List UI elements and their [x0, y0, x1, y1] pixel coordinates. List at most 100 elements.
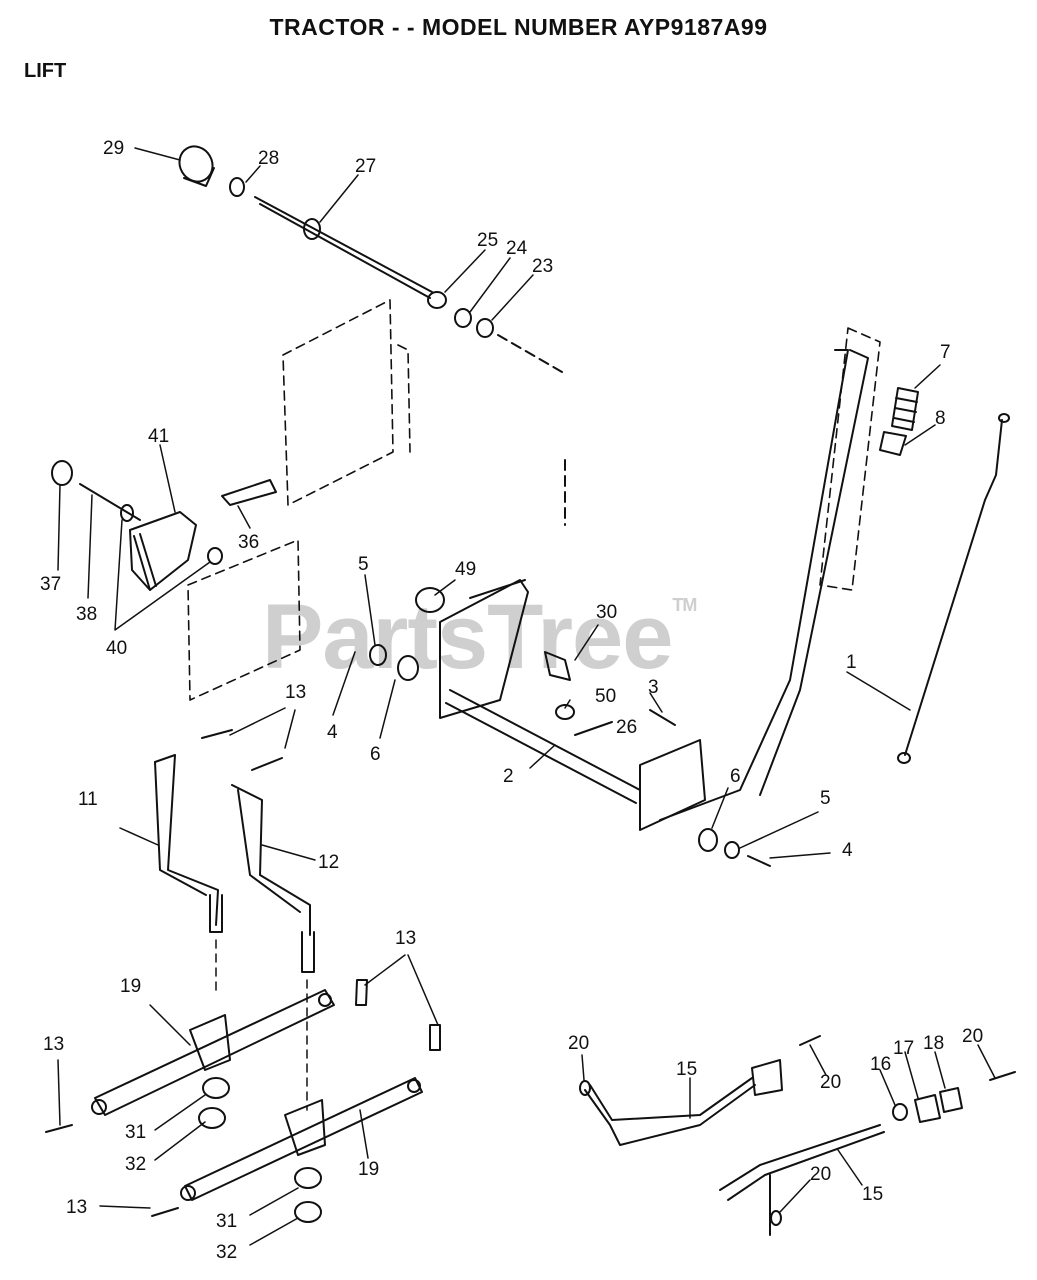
block-part-18 [939, 1087, 963, 1113]
callout: 41 [148, 426, 169, 447]
pin-part-13f [151, 1207, 179, 1217]
cross-shaft-part-2 [445, 689, 641, 804]
section-label: LIFT [24, 60, 67, 82]
frame-panel [187, 299, 411, 701]
callout: 15 [862, 1184, 883, 1205]
pin-part-20b [799, 1035, 821, 1046]
callout: 32 [125, 1154, 146, 1175]
callout: 19 [120, 976, 141, 997]
callout: 31 [125, 1122, 146, 1143]
callout: 20 [810, 1164, 831, 1185]
lift-link-part-12 [231, 784, 315, 973]
bolt-part-38 [79, 483, 141, 521]
diagram-title: TRACTOR - - MODEL NUMBER AYP9187A99 [269, 14, 768, 40]
bushing-part-6b [698, 828, 718, 852]
handle-grip-outline [819, 327, 881, 591]
callout: 6 [730, 766, 741, 787]
washer-part-16 [892, 1103, 908, 1121]
callout: 2 [503, 766, 514, 787]
bushing-part-30 [544, 651, 571, 681]
pin-part-13d [429, 1024, 441, 1051]
pivot-plate-part-41 [129, 511, 197, 591]
bushing-part-5 [369, 644, 387, 666]
callout: 29 [103, 138, 124, 159]
watermark: PartsTreeTM [262, 586, 697, 688]
washer-part-24 [454, 308, 472, 328]
bushing-part-6 [397, 655, 419, 681]
bushing-part-31b [294, 1167, 322, 1189]
callout: 38 [76, 604, 97, 625]
callout-leaders [57, 147, 996, 1246]
callout: 4 [842, 840, 853, 861]
leader-dashed [497, 334, 563, 373]
callout: 6 [370, 744, 381, 765]
link-rod-part-15-left [584, 1059, 783, 1146]
callout: 26 [616, 717, 637, 738]
callout: 13 [66, 1197, 87, 1218]
callout: 13 [43, 1034, 64, 1055]
callout: 20 [568, 1033, 589, 1054]
washer-part-50 [555, 704, 575, 720]
callout: 5 [358, 554, 369, 575]
knob-part-37 [51, 460, 73, 486]
callout: 13 [285, 682, 306, 703]
pin-part-20a [579, 1080, 591, 1096]
lift-handle [639, 349, 869, 831]
callout: 27 [355, 156, 376, 177]
lift-link-part-11 [154, 754, 223, 933]
callout: 15 [676, 1059, 697, 1080]
callout: 20 [820, 1072, 841, 1093]
callout: 8 [935, 408, 946, 429]
spring-part-8 [879, 431, 907, 456]
lever-bracket [439, 579, 529, 719]
lift-arm-part-19-lower [180, 1077, 423, 1201]
callout: 19 [358, 1159, 379, 1180]
callout: 16 [870, 1054, 891, 1075]
spring-part-7 [891, 387, 919, 431]
callout: 31 [216, 1211, 237, 1232]
bolt-part-4b [747, 855, 771, 867]
pin-part-13c [355, 979, 368, 1006]
callout-labels: 29 28 27 25 24 23 7 8 41 37 38 40 36 5 4… [40, 138, 983, 1263]
callout: 12 [318, 852, 339, 873]
callout: 3 [648, 677, 659, 698]
washer-part-40b [207, 547, 223, 565]
spacer-part-25 [427, 291, 447, 309]
callout: 40 [106, 638, 127, 659]
bushing-part-5b [724, 841, 740, 859]
pin-part-13a [201, 729, 233, 739]
callout: 24 [506, 238, 528, 259]
callout: 37 [40, 574, 61, 595]
washer-part-28 [229, 177, 245, 197]
callout: 32 [216, 1242, 237, 1263]
pin-part-13b [251, 757, 283, 771]
knob-part-29 [178, 145, 215, 187]
callout: 36 [238, 532, 259, 553]
callout: 50 [595, 686, 616, 707]
callout: 1 [846, 652, 857, 673]
callout: 11 [78, 789, 98, 810]
bushing-part-31a [202, 1077, 230, 1099]
bushing-part-32b [294, 1201, 322, 1223]
bolt-part-26 [574, 721, 613, 736]
callout: 17 [893, 1038, 914, 1059]
callout: 7 [940, 342, 951, 363]
washer-part-40 [120, 504, 134, 522]
bushing-part-32a [198, 1107, 226, 1129]
washer-part-23 [476, 318, 494, 338]
link-rod-part-15-right [719, 1124, 885, 1236]
bracket-part-36 [221, 479, 277, 506]
spring-rod [469, 579, 526, 599]
pin-part-20d [770, 1210, 782, 1226]
pin-part-13e [45, 1124, 73, 1133]
callout: 5 [820, 788, 831, 809]
callout: 28 [258, 148, 279, 169]
callout: 49 [455, 559, 476, 580]
pin-part-3 [649, 709, 676, 726]
callout: 20 [962, 1026, 983, 1047]
callout: 4 [327, 722, 338, 743]
callout: 30 [596, 602, 617, 623]
washer-part-49 [415, 587, 445, 613]
block-part-17 [914, 1094, 941, 1123]
